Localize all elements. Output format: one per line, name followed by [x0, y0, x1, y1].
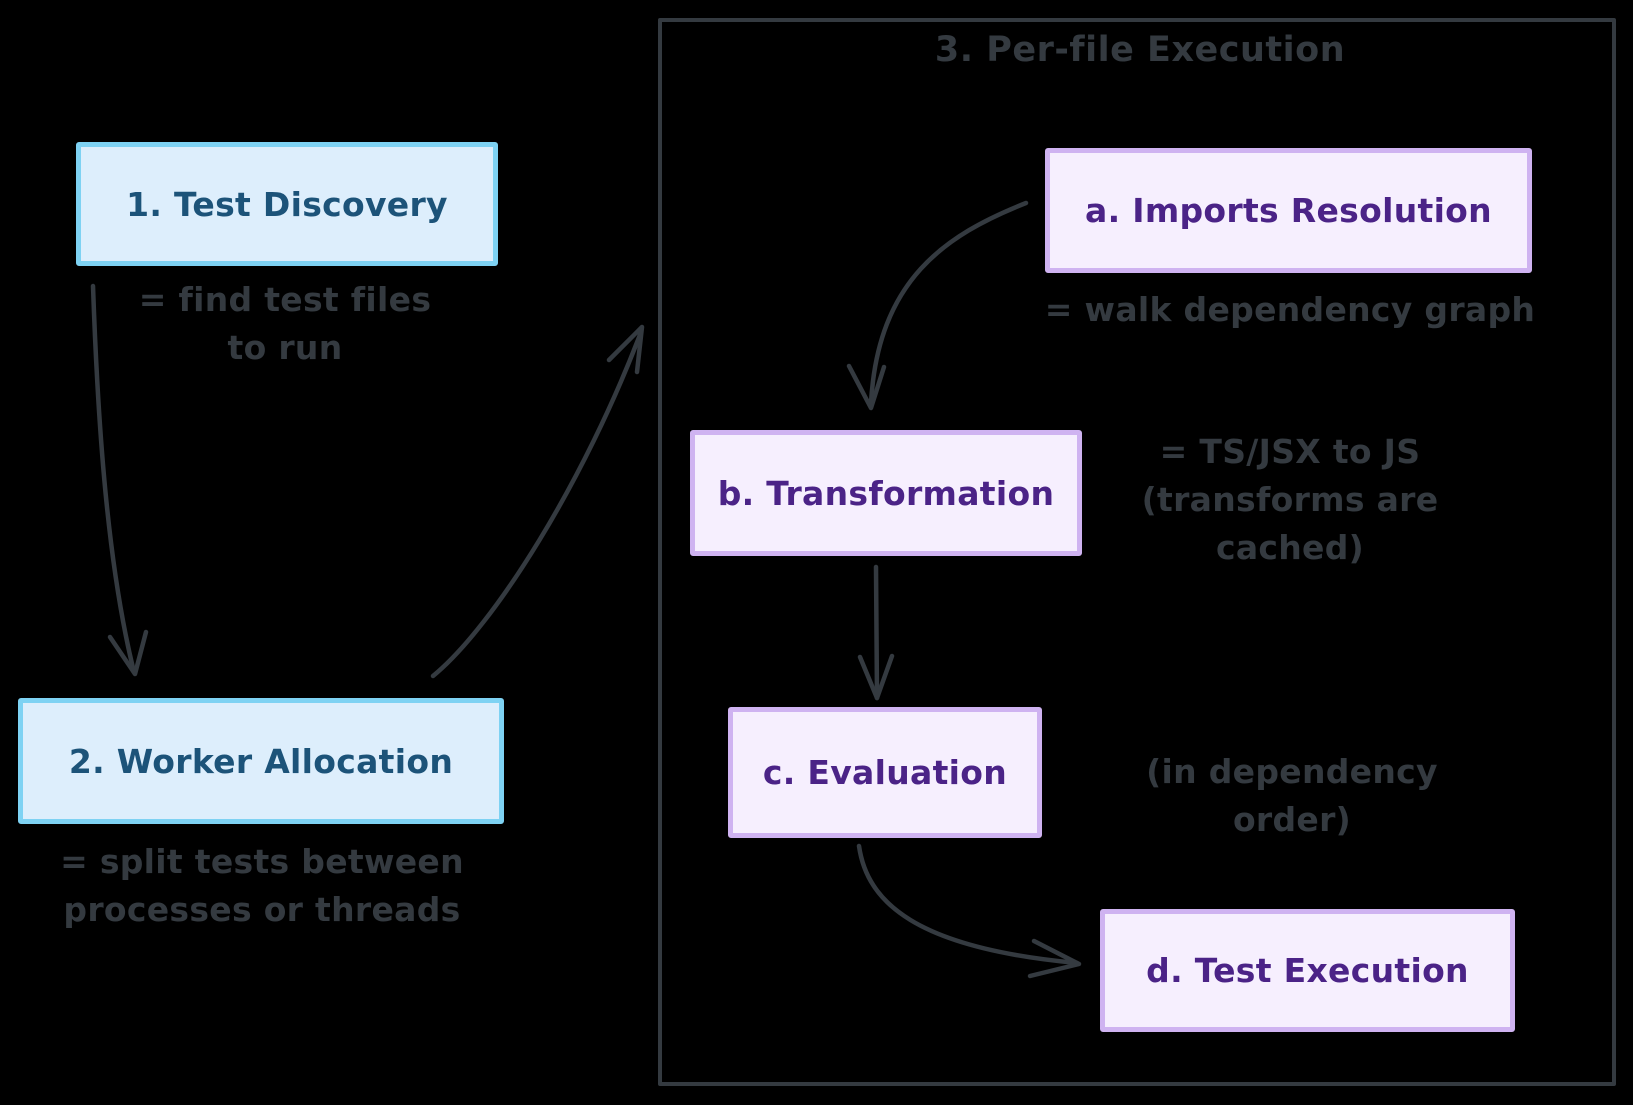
test-discovery-label: 1. Test Discovery — [126, 184, 448, 224]
worker-allocation-label: 2. Worker Allocation — [68, 741, 454, 781]
evaluation-node: c. Evaluation — [728, 707, 1042, 838]
imports-resolution-label: a. Imports Resolution — [1085, 191, 1492, 230]
test-execution-node: d. Test Execution — [1100, 909, 1515, 1032]
test-discovery-node: 1. Test Discovery — [76, 142, 498, 266]
transformation-node: b. Transformation — [690, 430, 1082, 556]
per-file-execution-container — [658, 18, 1616, 1086]
test-execution-label: d. Test Execution — [1146, 951, 1469, 990]
worker-allocation-note: = split tests between processes or threa… — [60, 842, 464, 929]
arrow-allocation-to-execution — [430, 324, 645, 679]
worker-allocation-node: 2. Worker Allocation — [18, 698, 504, 824]
per-file-execution-title: 3. Per-file Execution — [934, 30, 1346, 70]
test-discovery-note: = find test files to run — [138, 280, 432, 367]
evaluation-note: (in dependency order) — [1146, 752, 1438, 839]
transformation-label: b. Transformation — [717, 473, 1055, 513]
imports-resolution-node: a. Imports Resolution — [1045, 148, 1532, 273]
transformation-note: = TS/JSX to JS (transforms are cached) — [1141, 432, 1439, 567]
evaluation-label: c. Evaluation — [762, 753, 1008, 792]
imports-resolution-note: = walk dependency graph — [1044, 290, 1536, 329]
